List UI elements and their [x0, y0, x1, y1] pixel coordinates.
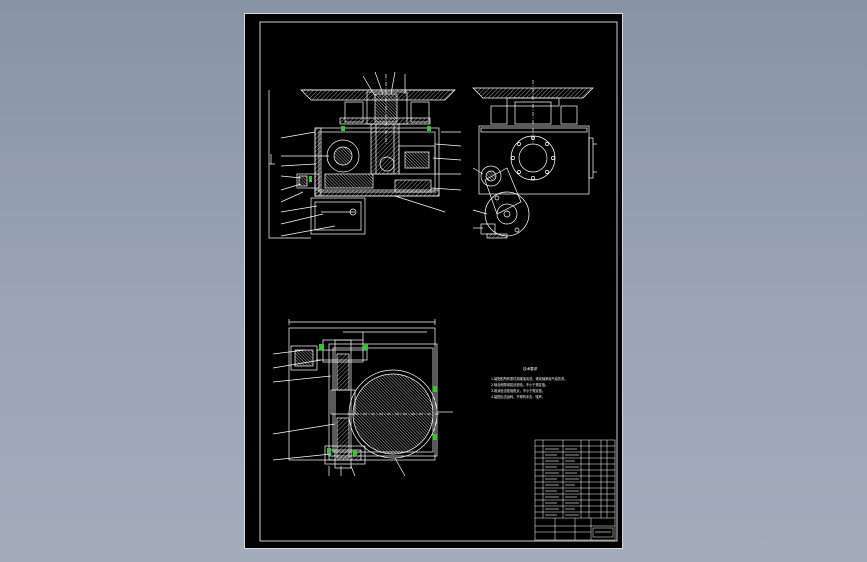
parts-list-table [534, 439, 616, 541]
notes-line-1: 1.装配前所有零件用煤油清洗，滚动轴承用汽油清洗。 [491, 376, 567, 381]
parts-list-entries [545, 448, 611, 533]
notes-line-3: 3.用涂色法检验斑点，不小于规定值。 [491, 388, 545, 393]
drawing-sheet: 技术要求 1.装配前所有零件用煤油清洗，滚动轴承用汽油清洗。 2.啮合侧隙用铅丝… [244, 13, 623, 549]
inner-frame [259, 21, 618, 542]
technical-notes: 技术要求 1.装配前所有零件用煤油清洗，滚动轴承用汽油清洗。 2.啮合侧隙用铅丝… [491, 366, 567, 399]
front-view-seals [309, 126, 431, 182]
notes-title: 技术要求 [523, 366, 538, 371]
plan-view [272, 319, 453, 477]
notes-line-2: 2.啮合侧隙用铅丝检验，不小于规定值。 [491, 382, 548, 387]
side-view [472, 80, 597, 239]
engineering-drawing: 技术要求 1.装配前所有零件用煤油清洗，滚动轴承用汽油清洗。 2.啮合侧隙用铅丝… [259, 21, 618, 542]
notes-line-4: 4.装配后试运转，不得有冲击、噪声。 [491, 394, 545, 399]
front-section-view [268, 71, 462, 239]
plan-view-seals [319, 344, 437, 456]
